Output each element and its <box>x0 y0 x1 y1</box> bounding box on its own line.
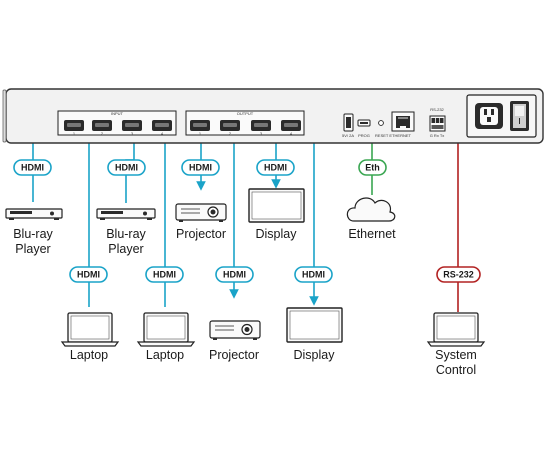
input-port-2[interactable]: 2 <box>92 120 112 136</box>
hdmi-badge-projector1: HDMI <box>181 159 220 176</box>
bluray2-label-line1: Blu-ray <box>106 227 146 241</box>
display-2-icon <box>286 307 343 343</box>
rs232-terminal-block[interactable] <box>429 115 446 132</box>
hdmi-badge-projector2-text: HDMI <box>223 270 246 280</box>
input-port-3-number: 3 <box>131 131 134 136</box>
hdmi-badge-bluray1-text: HDMI <box>21 163 44 173</box>
bluray2-label-line2: Player <box>108 242 143 256</box>
projector-2-icon <box>209 320 261 340</box>
eth-badge: Eth <box>358 159 387 176</box>
rs232-badge: RS-232 <box>436 266 481 283</box>
reset-ethernet-label: RESET ETHERNET <box>375 133 411 138</box>
hdmi-badge-display1: HDMI <box>256 159 295 176</box>
usb-label: 5V/ 2A <box>342 133 354 138</box>
hdmi-badge-bluray2: HDMI <box>107 159 146 176</box>
connection-badges: HDMI HDMI HDMI HDMI Eth HDMI HDMI HDMI <box>13 159 481 283</box>
system-control-label-line2: Control <box>436 363 476 377</box>
laptop1-label: Laptop <box>70 348 108 362</box>
prog-label: PROG <box>358 133 370 138</box>
bluray1-label-line2: Player <box>15 242 50 256</box>
output-port-3-number: 3 <box>260 131 263 136</box>
system-control-laptop-icon <box>426 312 486 347</box>
input-ports: 1 2 3 4 <box>64 120 172 136</box>
display-1-icon <box>248 188 305 223</box>
hdmi-badge-projector2: HDMI <box>215 266 254 283</box>
projector2-label: Projector <box>209 348 259 362</box>
ethernet-port[interactable] <box>391 111 415 132</box>
output-port-1-number: 1 <box>199 131 202 136</box>
bluray1-label-line1: Blu-ray <box>13 227 53 241</box>
peripheral-devices <box>5 188 486 347</box>
hdmi-badge-bluray1: HDMI <box>13 159 52 176</box>
rs232-port-label: RS-232 <box>430 107 444 112</box>
hdmi-badge-laptop1: HDMI <box>69 266 108 283</box>
display1-label: Display <box>256 227 298 241</box>
bluray-player-2-icon <box>96 208 156 220</box>
hdmi-badge-laptop2-text: HDMI <box>153 270 176 280</box>
hdmi-badge-display1-text: HDMI <box>264 163 287 173</box>
input-port-2-number: 2 <box>101 131 104 136</box>
display2-label: Display <box>294 348 336 362</box>
hdmi-badge-projector1-text: HDMI <box>189 163 212 173</box>
output-section-label: OUTPUT <box>237 111 254 116</box>
system-control-label-line1: System <box>435 348 477 362</box>
device-labels: Blu-ray Player Blu-ray Player Projector … <box>13 227 477 377</box>
laptop2-label: Laptop <box>146 348 184 362</box>
rs232-pins-label: G Rx Tx <box>430 133 445 138</box>
output-port-4-number: 4 <box>290 131 293 136</box>
output-port-3[interactable]: 3 <box>251 120 271 136</box>
input-port-3[interactable]: 3 <box>122 120 142 136</box>
hdmi-badge-laptop2: HDMI <box>145 266 184 283</box>
projector1-label: Projector <box>176 227 226 241</box>
eth-badge-text: Eth <box>365 163 380 173</box>
input-port-4[interactable]: 4 <box>152 120 172 136</box>
matrix-switcher-rear-panel: INPUT 1 2 3 4 O <box>2 88 544 144</box>
input-port-1-number: 1 <box>73 131 76 136</box>
usb-port[interactable] <box>343 113 354 132</box>
input-section-label: INPUT <box>111 111 124 116</box>
laptop-2-icon <box>136 312 196 347</box>
cloud-icon <box>346 197 396 222</box>
hdmi-badge-laptop1-text: HDMI <box>77 270 100 280</box>
ethernet-label: Ethernet <box>348 227 396 241</box>
power-module <box>466 94 537 138</box>
input-port-4-number: 4 <box>161 131 164 136</box>
output-port-2-number: 2 <box>229 131 232 136</box>
input-port-1[interactable]: 1 <box>64 120 84 136</box>
output-port-1[interactable]: 1 <box>190 120 210 136</box>
output-port-2[interactable]: 2 <box>220 120 240 136</box>
bluray-player-1-icon <box>5 208 63 220</box>
rs232-badge-text: RS-232 <box>443 270 474 280</box>
hdmi-badge-display2-text: HDMI <box>302 270 325 280</box>
reset-button[interactable] <box>378 120 384 126</box>
prog-port[interactable] <box>357 119 371 127</box>
laptop-1-icon <box>60 312 120 347</box>
hdmi-badge-bluray2-text: HDMI <box>115 163 138 173</box>
hdmi-badge-display2: HDMI <box>294 266 333 283</box>
output-ports: 1 2 3 4 <box>190 120 301 136</box>
projector-1-icon <box>175 203 227 222</box>
chassis-edge <box>2 89 7 143</box>
output-port-4[interactable]: 4 <box>281 120 301 136</box>
rs232-line <box>441 130 459 312</box>
